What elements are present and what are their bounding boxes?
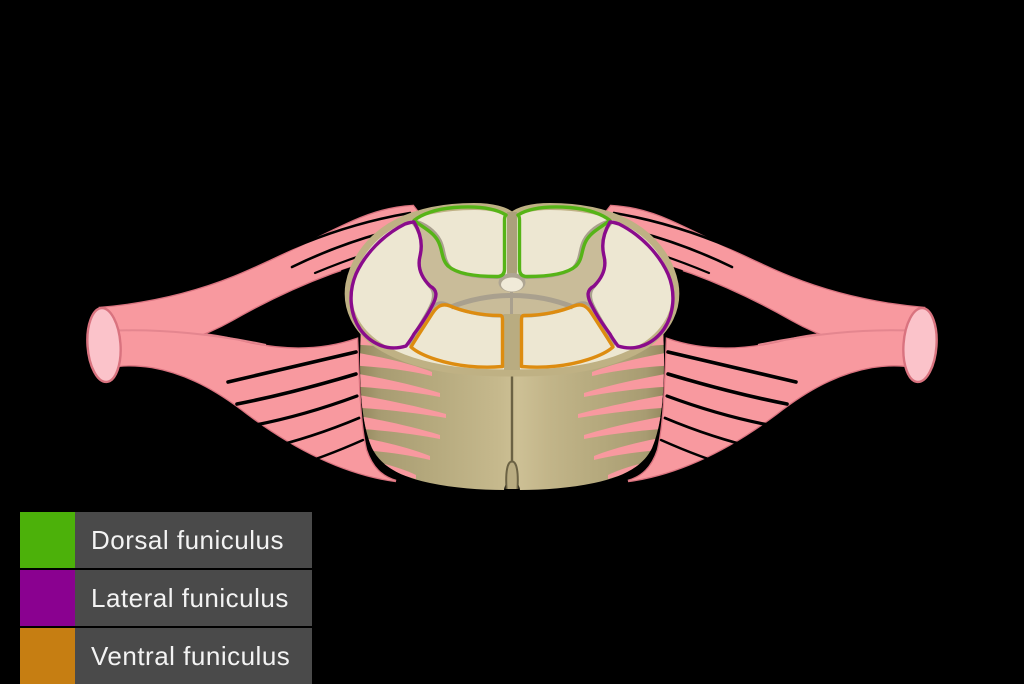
dorsal-funiculus-label-panel: Dorsal funiculus bbox=[75, 512, 312, 568]
gray-commissure-shadow-left bbox=[450, 293, 513, 310]
cross-section-face bbox=[344, 202, 680, 377]
dorsal-funiculus-swatch bbox=[20, 512, 75, 568]
lateral-funiculus-label: Lateral funiculus bbox=[91, 582, 289, 613]
lateral-funiculus-label-panel: Lateral funiculus bbox=[75, 570, 312, 626]
legend-row-lateral: Lateral funiculus bbox=[20, 570, 312, 626]
legend: Dorsal funiculus Lateral funiculus Ventr… bbox=[20, 512, 312, 684]
ventral-funiculus-label: Ventral funiculus bbox=[91, 640, 291, 671]
anterior-median-fissure bbox=[504, 314, 520, 370]
legend-row-dorsal: Dorsal funiculus bbox=[20, 512, 312, 568]
fissure-notch bbox=[505, 460, 519, 490]
legend-row-ventral: Ventral funiculus bbox=[20, 628, 312, 684]
gray-commissure-shadow-right bbox=[511, 293, 574, 310]
lateral-funiculus-swatch bbox=[20, 570, 75, 626]
dorsal-funiculus-label: Dorsal funiculus bbox=[91, 524, 284, 555]
ventral-funiculus-label-panel: Ventral funiculus bbox=[75, 628, 312, 684]
posterior-median-sulcus bbox=[507, 212, 517, 277]
central-canal bbox=[501, 277, 523, 292]
ventral-funiculus-swatch bbox=[20, 628, 75, 684]
